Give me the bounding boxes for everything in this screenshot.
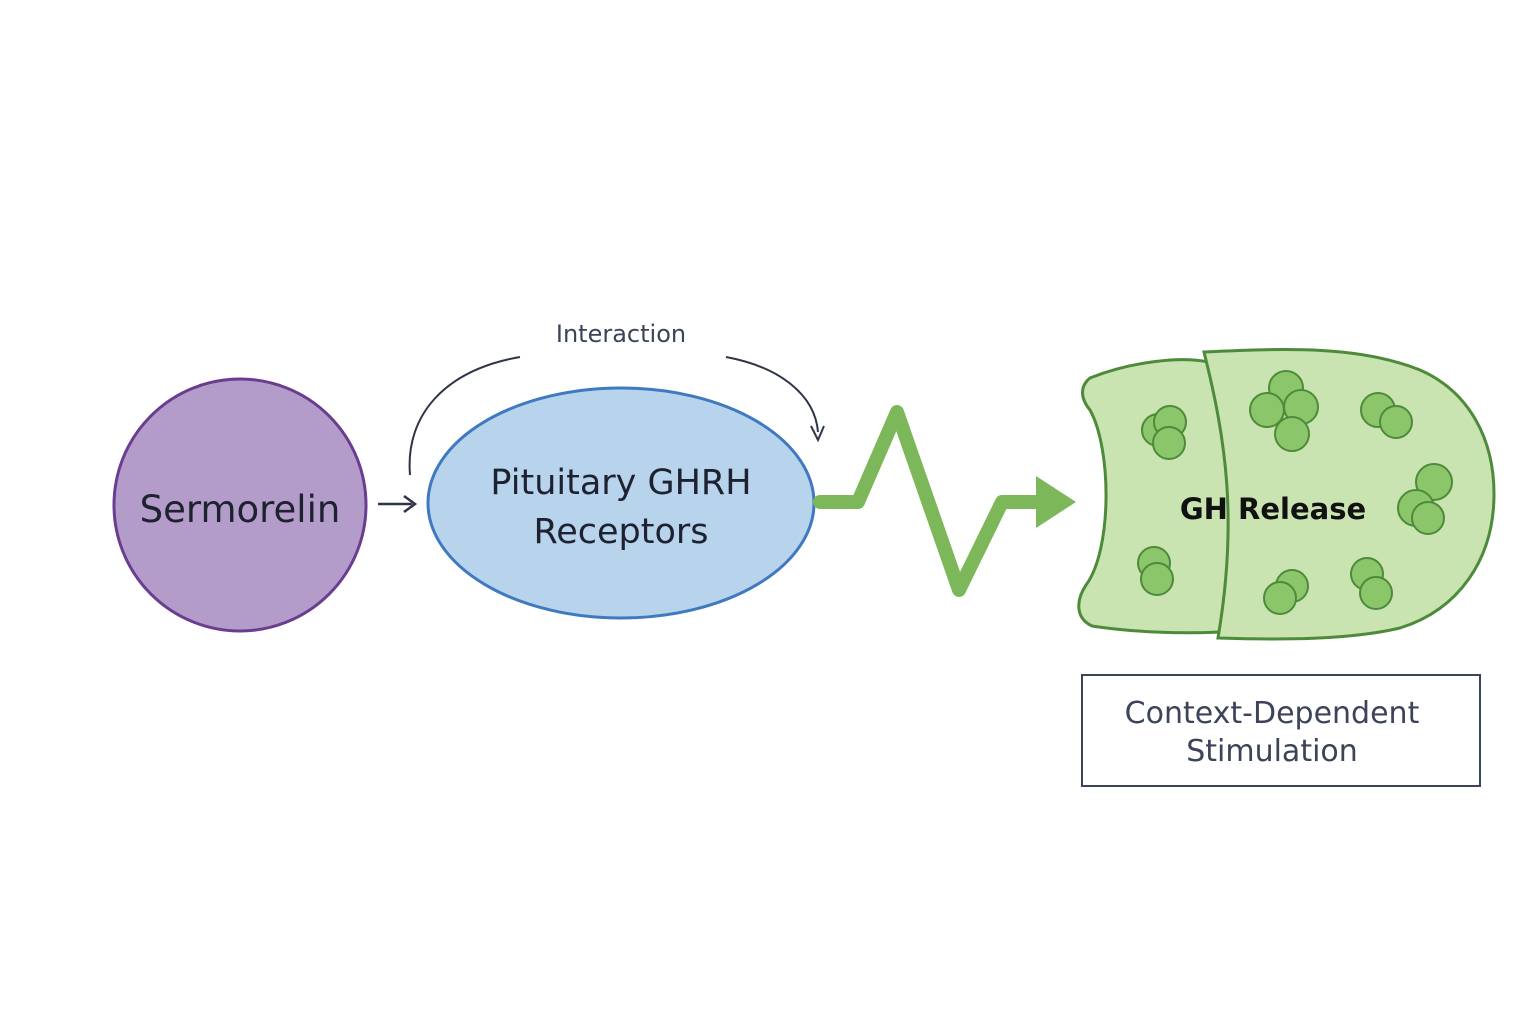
receptor-ellipse	[426, 386, 816, 620]
context-label-line2: Stimulation	[1186, 734, 1358, 769]
context-label-line1: Context-Dependent	[1125, 696, 1420, 731]
sermorelin-arrow	[378, 494, 418, 514]
sermorelin-node: Sermorelin	[112, 377, 368, 633]
receptor-label-line2: Receptors	[533, 512, 708, 552]
granules	[1137, 370, 1453, 615]
gh-release-cells: GH Release	[1077, 348, 1496, 641]
sermorelin-label: Sermorelin	[140, 488, 341, 531]
interaction-label: Interaction	[556, 320, 686, 348]
signal-arrow	[813, 405, 1076, 597]
interaction-arc: Interaction	[408, 320, 825, 476]
gh-release-label: GH Release	[1180, 492, 1366, 526]
context-box: Context-Dependent Stimulation	[1081, 674, 1481, 787]
receptor-node: Pituitary GHRH Receptors	[426, 386, 816, 620]
receptor-label-line1: Pituitary GHRH	[490, 463, 751, 503]
sermorelin-circle	[112, 377, 368, 633]
